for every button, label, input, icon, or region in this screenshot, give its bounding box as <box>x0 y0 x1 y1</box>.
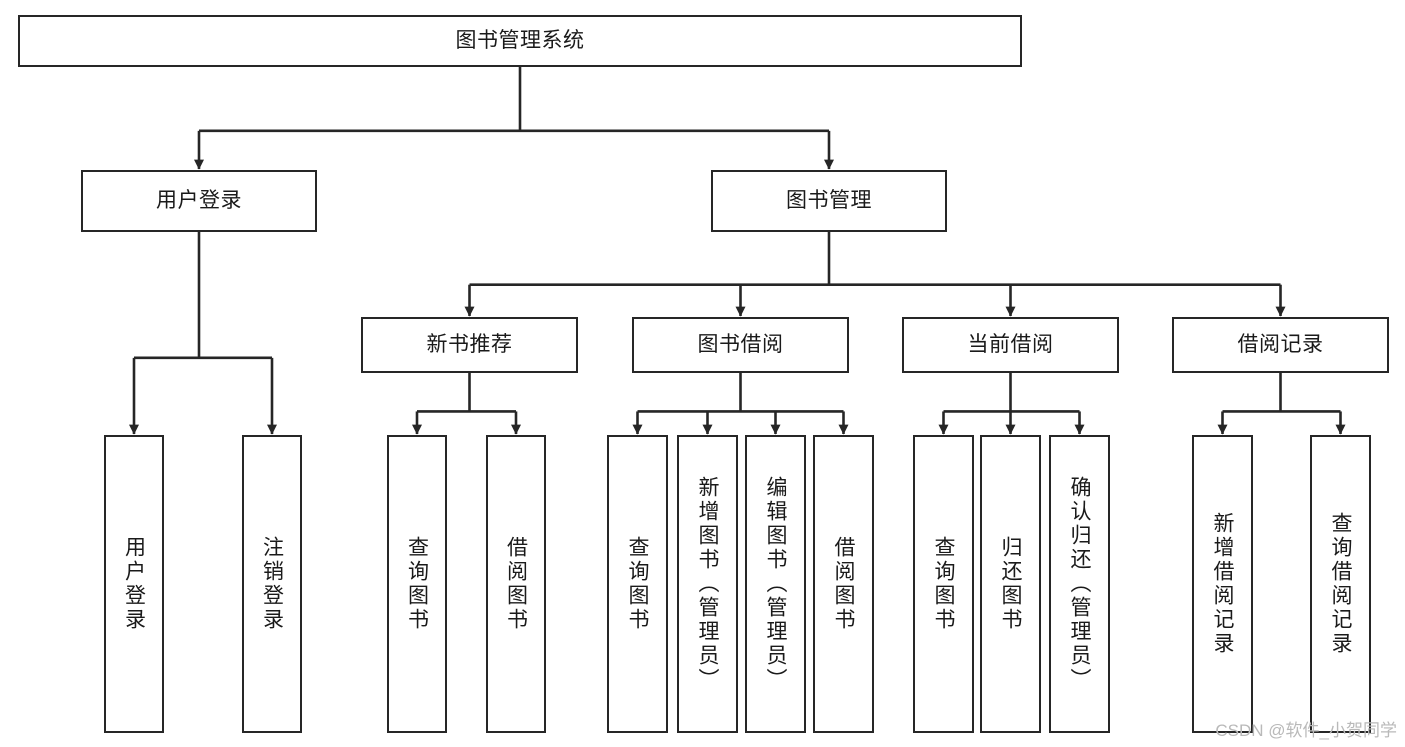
node-label: 查询图书 <box>932 536 955 632</box>
node-label: 查询借阅记录 <box>1329 512 1352 656</box>
node-label: 图书管理 <box>786 188 872 212</box>
node-label: 编辑图书（管理员） <box>764 476 787 692</box>
node-label: 新增借阅记录 <box>1211 512 1234 656</box>
leaf-user-login[interactable]: 用户登录 <box>104 435 164 733</box>
node-label: 借阅记录 <box>1237 332 1324 356</box>
leaf-query-book-3[interactable]: 查询图书 <box>913 435 974 733</box>
leaf-logout[interactable]: 注销登录 <box>242 435 302 733</box>
node-current-borrow[interactable]: 当前借阅 <box>902 317 1119 373</box>
node-label: 注销登录 <box>260 536 284 632</box>
node-label: 用户登录 <box>156 188 242 212</box>
node-label: 查询图书 <box>626 536 649 632</box>
leaf-query-borrow-record[interactable]: 查询借阅记录 <box>1310 435 1371 733</box>
leaf-add-book[interactable]: 新增图书（管理员） <box>677 435 738 733</box>
node-label: 图书管理系统 <box>455 28 585 52</box>
leaf-query-book-1[interactable]: 查询图书 <box>387 435 447 733</box>
leaf-add-borrow-record[interactable]: 新增借阅记录 <box>1192 435 1253 733</box>
node-label: 归还图书 <box>999 536 1022 632</box>
node-label: 用户登录 <box>122 536 146 632</box>
leaf-query-book-2[interactable]: 查询图书 <box>607 435 668 733</box>
node-label: 图书借阅 <box>697 332 784 356</box>
node-label: 借阅图书 <box>504 536 528 632</box>
node-user-login[interactable]: 用户登录 <box>81 170 317 232</box>
node-label: 借阅图书 <box>832 536 855 632</box>
node-borrow-record[interactable]: 借阅记录 <box>1172 317 1389 373</box>
node-root[interactable]: 图书管理系统 <box>18 15 1022 67</box>
node-label: 当前借阅 <box>967 332 1054 356</box>
node-label: 确认归还（管理员） <box>1068 476 1091 692</box>
leaf-borrow-book-2[interactable]: 借阅图书 <box>813 435 874 733</box>
watermark-text: CSDN @软件_小贺同学 <box>1215 721 1397 740</box>
leaf-return-book[interactable]: 归还图书 <box>980 435 1041 733</box>
leaf-edit-book[interactable]: 编辑图书（管理员） <box>745 435 806 733</box>
node-book-borrow[interactable]: 图书借阅 <box>632 317 849 373</box>
node-label: 新增图书（管理员） <box>696 476 719 692</box>
leaf-borrow-book-1[interactable]: 借阅图书 <box>486 435 546 733</box>
leaf-confirm-return[interactable]: 确认归还（管理员） <box>1049 435 1110 733</box>
node-label: 查询图书 <box>405 536 429 632</box>
node-book-manage[interactable]: 图书管理 <box>711 170 947 232</box>
node-label: 新书推荐 <box>426 332 513 356</box>
node-new-book-recommend[interactable]: 新书推荐 <box>361 317 578 373</box>
